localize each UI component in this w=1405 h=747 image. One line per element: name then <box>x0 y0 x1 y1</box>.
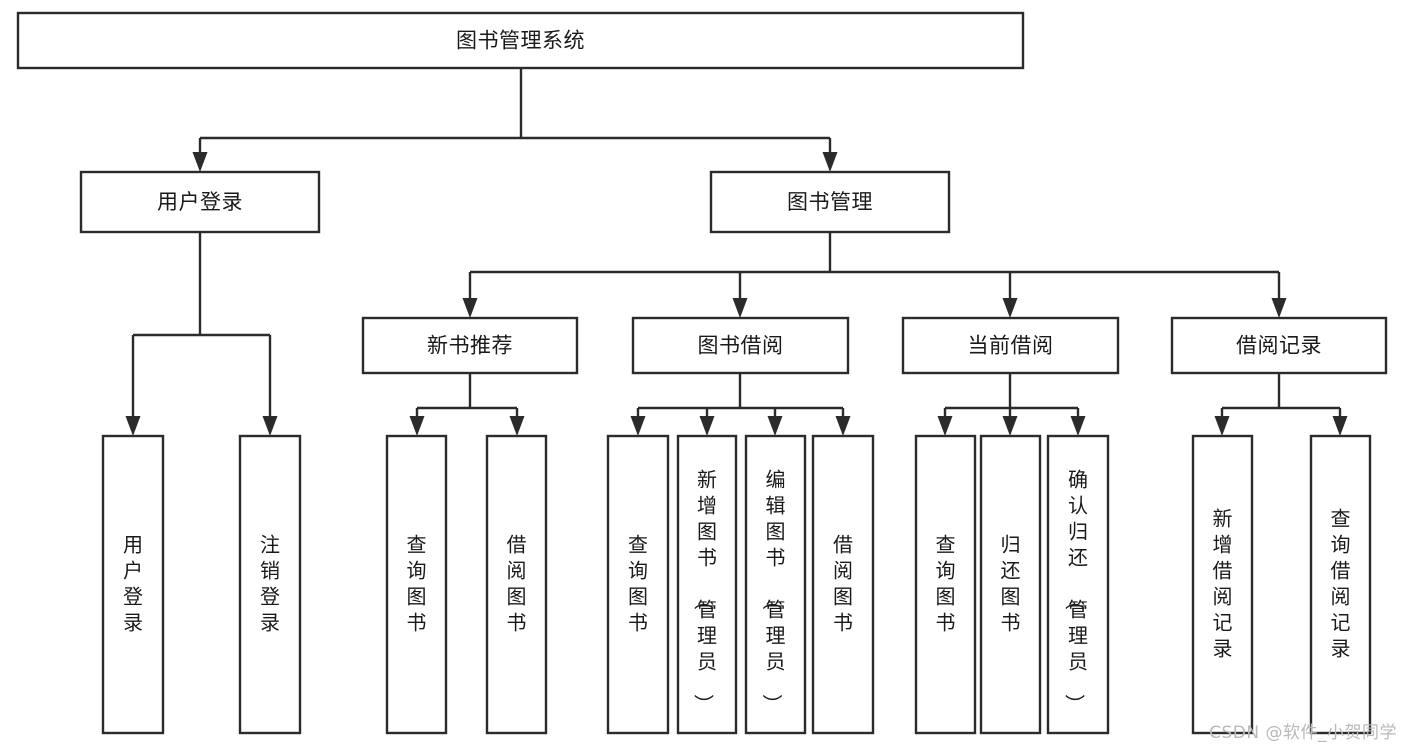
node-label: 查询借阅记录 <box>1331 506 1351 660</box>
leaf-drop-0-arrow-icon <box>409 416 425 436</box>
node-box <box>79 170 321 234</box>
node-label: 图书管理 <box>787 190 873 214</box>
level2-drop-3-arrow-icon <box>1271 298 1287 318</box>
node-box <box>1191 434 1254 735</box>
level1-drop-0-arrow-icon <box>192 152 208 172</box>
node-box <box>385 434 448 735</box>
node-leaf-5-新增图书管理员[interactable]: 新增图书（管理员） <box>676 434 738 735</box>
node-layer: 图书管理系统用户登录图书管理新书推荐图书借阅当前借阅借阅记录用户登录注销登录查询… <box>16 11 1388 735</box>
node-leaf-8-查询图书[interactable]: 查询图书 <box>914 434 977 735</box>
node-level2-新书推荐[interactable]: 新书推荐 <box>361 316 579 375</box>
leaf-drop-7-arrow-icon <box>1002 416 1018 436</box>
node-box <box>101 434 165 735</box>
node-level1-图书管理[interactable]: 图书管理 <box>709 170 951 234</box>
level1-drop-1-arrow-icon <box>822 152 838 172</box>
leaf-drop-10-arrow-icon <box>1332 416 1348 436</box>
level2-drop-2-arrow-icon <box>1002 298 1018 318</box>
node-level2-借阅记录[interactable]: 借阅记录 <box>1170 316 1388 375</box>
level2-drop-0-arrow-icon <box>462 298 478 318</box>
node-label: 当前借阅 <box>968 334 1054 358</box>
node-leaf-0-用户登录[interactable]: 用户登录 <box>101 434 165 735</box>
node-box <box>606 434 670 735</box>
node-leaf-7-借阅图书[interactable]: 借阅图书 <box>811 434 875 735</box>
node-label: 查询图书 <box>407 532 427 634</box>
node-box <box>811 434 875 735</box>
node-box <box>485 434 548 735</box>
node-level1-用户登录[interactable]: 用户登录 <box>79 170 321 234</box>
node-box <box>979 434 1042 735</box>
user-leaf-drop-1-arrow-icon <box>262 416 278 436</box>
node-label: 查询图书 <box>628 532 648 634</box>
node-leaf-3-借阅图书[interactable]: 借阅图书 <box>485 434 548 735</box>
node-leaf-1-注销登录[interactable]: 注销登录 <box>238 434 302 735</box>
leaf-drop-3-arrow-icon <box>699 416 715 436</box>
node-box <box>631 316 850 375</box>
level2-drop-1-arrow-icon <box>732 298 748 318</box>
node-leaf-4-查询图书[interactable]: 查询图书 <box>606 434 670 735</box>
leaf-drop-6-arrow-icon <box>937 416 953 436</box>
leaf-drop-9-arrow-icon <box>1214 416 1230 436</box>
node-box <box>1170 316 1388 375</box>
node-leaf-10-确认归还管理员[interactable]: 确认归还（管理员） <box>1046 434 1110 735</box>
node-label: 查询图书 <box>936 532 956 634</box>
leaf-drop-8-arrow-icon <box>1070 416 1086 436</box>
node-label: 借阅记录 <box>1236 334 1322 358</box>
leaf-drop-4-arrow-icon <box>767 416 783 436</box>
node-box <box>709 170 951 234</box>
node-label: 编辑图书（管理员） <box>761 467 786 714</box>
node-label: 图书借阅 <box>698 334 784 358</box>
node-label: 用户登录 <box>123 532 143 634</box>
node-box <box>361 316 579 375</box>
node-root-图书管理系统[interactable]: 图书管理系统 <box>16 11 1025 70</box>
connector-layer <box>125 68 1348 436</box>
node-leaf-12-查询借阅记录[interactable]: 查询借阅记录 <box>1309 434 1372 735</box>
node-label: 归还图书 <box>1001 532 1021 634</box>
node-label: 新增图书（管理员） <box>692 467 717 714</box>
node-leaf-11-新增借阅记录[interactable]: 新增借阅记录 <box>1191 434 1254 735</box>
node-label: 新书推荐 <box>427 334 513 358</box>
node-box <box>914 434 977 735</box>
node-box <box>744 434 807 735</box>
node-leaf-2-查询图书[interactable]: 查询图书 <box>385 434 448 735</box>
node-box <box>901 316 1120 375</box>
node-label: 用户登录 <box>157 190 243 214</box>
node-label: 新增借阅记录 <box>1213 506 1233 660</box>
node-level2-图书借阅[interactable]: 图书借阅 <box>631 316 850 375</box>
node-box <box>238 434 302 735</box>
node-level2-当前借阅[interactable]: 当前借阅 <box>901 316 1120 375</box>
leaf-drop-5-arrow-icon <box>835 416 851 436</box>
node-label: 借阅图书 <box>507 532 527 634</box>
node-box <box>1046 434 1110 735</box>
node-box <box>1309 434 1372 735</box>
node-label: 借阅图书 <box>833 532 853 634</box>
leaf-drop-2-arrow-icon <box>630 416 646 436</box>
node-label: 注销登录 <box>260 532 280 634</box>
node-label: 确认归还（管理员） <box>1063 467 1088 714</box>
user-leaf-drop-0-arrow-icon <box>125 416 141 436</box>
node-label: 图书管理系统 <box>456 29 585 53</box>
node-leaf-9-归还图书[interactable]: 归还图书 <box>979 434 1042 735</box>
node-box <box>16 11 1025 70</box>
node-box <box>676 434 738 735</box>
node-leaf-6-编辑图书管理员[interactable]: 编辑图书（管理员） <box>744 434 807 735</box>
leaf-drop-1-arrow-icon <box>509 416 525 436</box>
csdn-watermark: CSDN @软件_小贺同学 <box>1209 723 1397 743</box>
